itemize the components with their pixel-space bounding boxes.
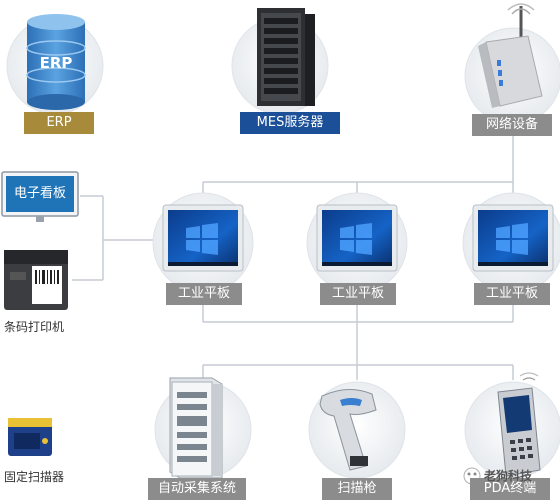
tablet-icon bbox=[162, 204, 244, 272]
barcode-printer-label: 条码打印机 bbox=[4, 320, 65, 334]
server-rack-icon bbox=[257, 8, 315, 106]
scanner-gun-label: 扫描枪 bbox=[322, 478, 392, 500]
barcode-printer-icon bbox=[4, 250, 68, 310]
watermark-text: 老狗科技 bbox=[484, 469, 533, 483]
scanner-gun-icon bbox=[319, 389, 377, 471]
network-device-label: 网络设备 bbox=[472, 114, 552, 136]
pda-label: PDA终端 bbox=[470, 478, 550, 500]
tablet-label-1: 工业平板 bbox=[166, 283, 242, 305]
tablet-icon bbox=[316, 204, 398, 272]
tablet-label-3: 工业平板 bbox=[474, 283, 550, 305]
monitor-icon bbox=[1, 171, 79, 222]
cabinet-icon bbox=[169, 377, 223, 479]
mes-server-label: MES服务器 bbox=[240, 112, 340, 134]
fixed-scanner-icon bbox=[8, 418, 52, 456]
tablet-icon bbox=[472, 204, 554, 272]
erp-label: ERP bbox=[24, 112, 94, 134]
router-icon bbox=[478, 3, 543, 108]
fixed-scanner-label: 固定扫描器 bbox=[4, 470, 65, 484]
connection-lines bbox=[72, 136, 514, 380]
kanban-label: 电子看板 bbox=[13, 186, 66, 201]
database-icon: ERP bbox=[26, 14, 86, 110]
auto-collection-label: 自动采集系统 bbox=[148, 478, 246, 500]
database-icon-text: ERP bbox=[40, 54, 73, 72]
pda-icon bbox=[497, 372, 541, 477]
tablet-label-2: 工业平板 bbox=[320, 283, 396, 305]
